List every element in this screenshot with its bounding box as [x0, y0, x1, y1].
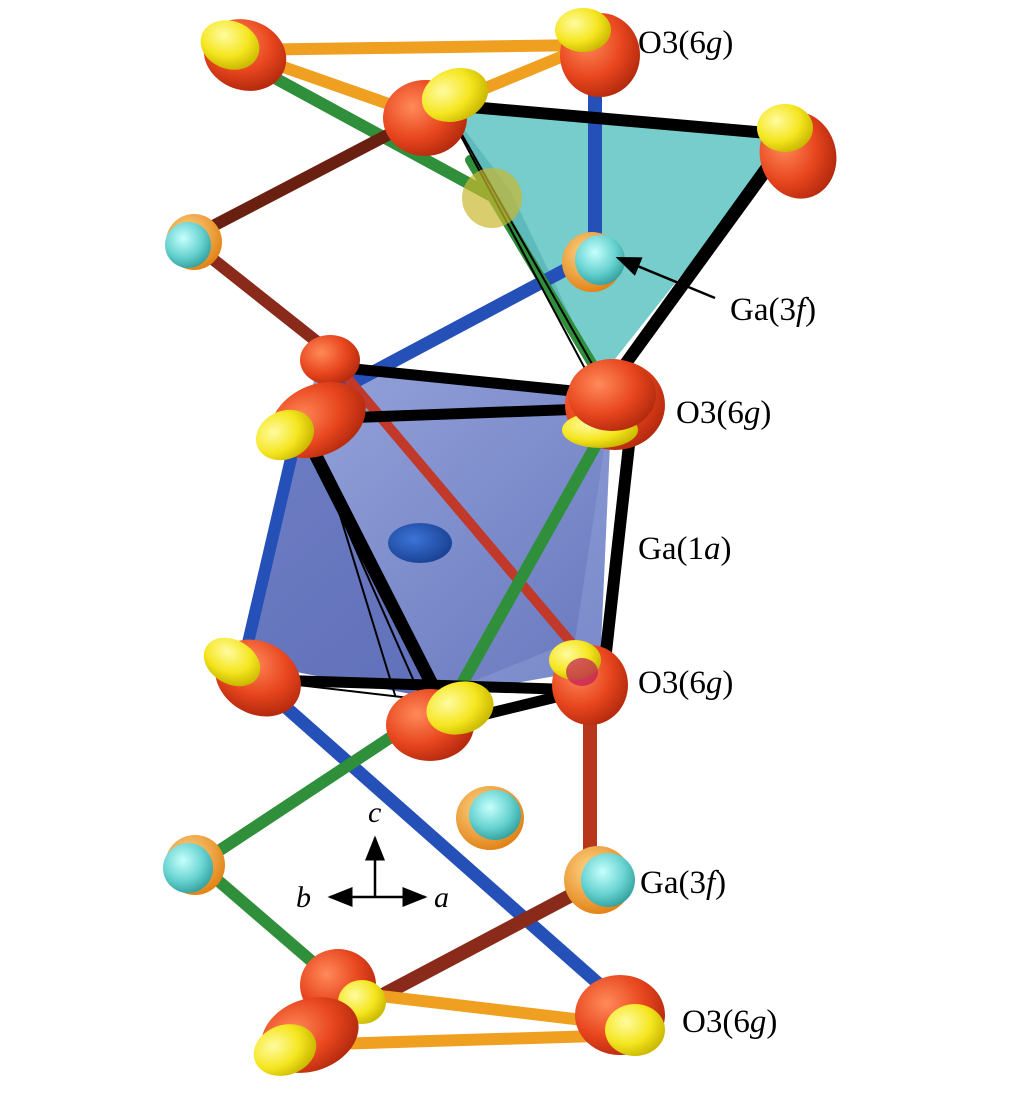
label-ga3f-upper: Ga(3f): [730, 292, 816, 328]
o-atom-oct-bottom-left: [203, 637, 301, 717]
ga3f-atom-lower: [564, 846, 635, 914]
ga3f-tetrahedron: [448, 108, 790, 378]
ga-atom-left-lower: [163, 835, 225, 895]
polyhedron-edges: [254, 99, 796, 724]
o-atom-upper-center: [383, 67, 489, 156]
o-atom-oct-top-left: [300, 335, 360, 385]
label-o3-lower-mid: O3(6g): [638, 665, 733, 701]
axis-label-c: c: [368, 796, 381, 829]
ga-atom-behind: [462, 168, 522, 228]
ga-atom-left-upper: [165, 214, 222, 270]
axis-label-a: a: [434, 881, 449, 914]
label-o3-top: O3(6g): [638, 25, 733, 61]
o-atom-oct-bottom-center: [386, 681, 494, 761]
ga3f-pointer: [615, 256, 716, 300]
o-atom-bottom-left: [253, 997, 359, 1076]
o-atom-top-right: [555, 8, 640, 97]
axis-label-b: b: [296, 881, 311, 914]
o-atom-far-right: [757, 104, 837, 199]
ga-atom-lower-mid: [456, 786, 524, 850]
o-atom-oct-top-right: [562, 359, 665, 450]
ga3f-atom-upper: [562, 232, 625, 292]
o-atom-bottom-right: [575, 975, 665, 1056]
o-atom-oct-left: [255, 381, 366, 461]
o-atom-oct-bottom-right: [549, 640, 628, 725]
label-ga1a: Ga(1a): [638, 531, 731, 567]
label-o3-upper-mid: O3(6g): [676, 395, 771, 431]
label-o3-bottom: O3(6g): [682, 1004, 777, 1040]
label-ga3f-lower: Ga(3f): [640, 865, 726, 901]
axes-indicator: [327, 835, 428, 907]
ga1a-center-atom: [388, 523, 452, 563]
o-atom-top-left: [200, 19, 287, 91]
atoms: [163, 8, 837, 1076]
